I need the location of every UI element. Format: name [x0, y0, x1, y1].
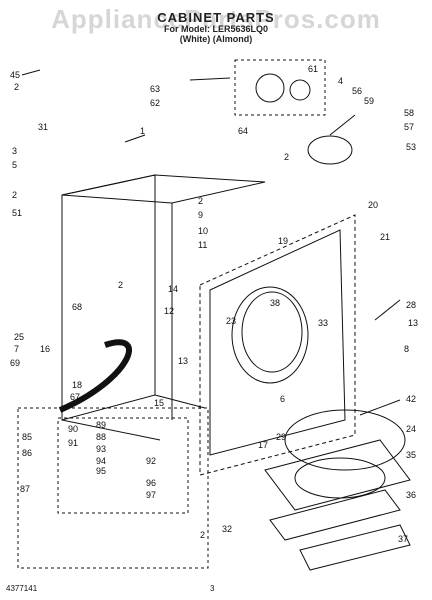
access-panel [299, 524, 411, 571]
callout: 90 [68, 424, 79, 434]
callout: 8 [404, 344, 410, 354]
callout: 61 [308, 64, 319, 74]
callout: 13 [408, 318, 419, 328]
callout: 67 [70, 392, 81, 402]
callout: 36 [406, 490, 417, 500]
callout: 15 [154, 398, 165, 408]
callout: 92 [146, 456, 157, 466]
callout: 31 [38, 122, 49, 132]
callout: 5 [12, 160, 18, 170]
front-panel [209, 229, 346, 456]
callout: 86 [22, 448, 33, 458]
callout: 23 [226, 316, 237, 326]
callout: 62 [150, 98, 161, 108]
drive-belt [307, 135, 353, 165]
control-parts-box [17, 407, 209, 569]
cabinet-top [61, 174, 266, 204]
callout: 87 [20, 484, 31, 494]
motor-box [234, 59, 326, 116]
callout: 35 [406, 450, 417, 460]
callout: 21 [380, 232, 391, 242]
callout: 51 [12, 208, 23, 218]
callout: 2 [14, 82, 20, 92]
belt-arrow [58, 339, 132, 413]
callout: 12 [164, 306, 175, 316]
callout: 37 [398, 534, 409, 544]
diagram-title: CABINET PARTS [157, 10, 275, 25]
callout: 4 [338, 76, 344, 86]
callout: 20 [368, 200, 379, 210]
callout: 3 [12, 146, 18, 156]
page-number: 3 [210, 584, 215, 593]
callout: 2 [200, 530, 206, 540]
callout: 9 [198, 210, 204, 220]
callout: 11 [198, 240, 208, 250]
callout: 2 [118, 280, 124, 290]
callout: 53 [406, 142, 417, 152]
callout: 63 [150, 84, 161, 94]
callout: 7 [14, 344, 20, 354]
callout: 42 [406, 394, 417, 404]
callout: 14 [168, 284, 179, 294]
door-opening [231, 286, 309, 384]
color-note: (White) (Almond) [179, 34, 253, 44]
callout: 1 [140, 126, 146, 136]
callout: 56 [352, 86, 363, 96]
drum-seal [284, 409, 406, 471]
callout: 33 [318, 318, 329, 328]
callout: 89 [96, 420, 107, 430]
callout: 2 [12, 190, 18, 200]
callout: 25 [14, 332, 25, 342]
callout: 88 [96, 432, 107, 442]
callout: 16 [40, 344, 51, 354]
callout: 10 [198, 226, 209, 236]
callout: 18 [72, 380, 83, 390]
callout: 64 [238, 126, 249, 136]
document-number: 4377141 [6, 584, 38, 593]
callout: 24 [406, 424, 417, 434]
callout: 13 [178, 356, 189, 366]
base-pan [269, 489, 401, 541]
callout: 19 [278, 236, 289, 246]
callout: 58 [404, 108, 415, 118]
callout: 2 [284, 152, 290, 162]
callout: 2 [198, 196, 204, 206]
callout: 91 [68, 438, 79, 448]
base-plate [264, 439, 411, 511]
diagram-subtitle: For Model: LER5636LQ0 [163, 24, 269, 34]
callout: 29 [276, 432, 287, 442]
callout: 96 [146, 478, 157, 488]
callout: 68 [72, 302, 83, 312]
callout: 69 [10, 358, 21, 368]
callout: 95 [96, 466, 107, 476]
callout: 57 [404, 122, 415, 132]
callout: 17 [258, 440, 269, 450]
callout: 97 [146, 490, 157, 500]
callout: 32 [222, 524, 233, 534]
callout: 59 [364, 96, 375, 106]
callout: 93 [96, 444, 107, 454]
callout: 85 [22, 432, 33, 442]
callout: 6 [280, 394, 286, 404]
callout: 38 [270, 298, 281, 308]
callout: 45 [10, 70, 21, 80]
callout: 28 [406, 300, 417, 310]
watermark: AppliancePartsPros.com [51, 4, 381, 34]
callout: 94 [96, 456, 107, 466]
